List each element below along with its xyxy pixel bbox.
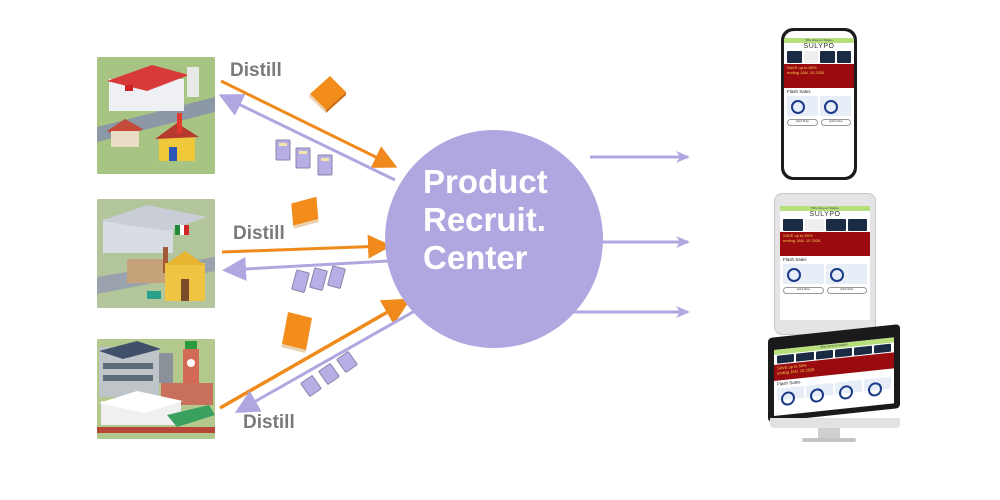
flow-to-factory-3 <box>234 306 421 413</box>
monitor-stand <box>818 428 840 440</box>
desktop-monitor: Why shop on Sulypo SAVE up to 80%ending … <box>768 324 900 442</box>
factory-3-image <box>97 339 215 439</box>
phone-screen: Why shop on Sulypo SULYPO SAVE up to 80%… <box>784 31 854 177</box>
desktop-screen: Why shop on Sulypo SAVE up to 80%ending … <box>774 337 894 416</box>
store-brand: SULYPO <box>809 211 841 218</box>
product-recruitment-center <box>385 130 603 348</box>
flow-to-factory-1 <box>218 94 396 182</box>
flash-sales-heading: Flash Sales <box>783 257 807 262</box>
tablet-screen: Why shop on Sulypo SULYPO SAVE up to 80%… <box>780 206 870 320</box>
flow-to-factory-2 <box>222 257 389 281</box>
lavender-notebooks-icon <box>291 265 346 293</box>
hub-label: Product Recruit. Center <box>423 163 548 277</box>
lavender-notebooks-icon <box>275 139 333 176</box>
distill-label-3: Distill <box>243 412 295 433</box>
store-topbar: Why shop on Sulypo <box>784 38 854 43</box>
tablet-device: Why shop on Sulypo SULYPO SAVE up to 80%… <box>774 193 876 335</box>
monitor-chin <box>770 418 900 428</box>
distill-label-2: Distill <box>233 223 285 244</box>
store-brand: SULYPO <box>803 43 835 50</box>
orange-book-icon <box>281 312 312 353</box>
factory-1-image <box>97 57 215 174</box>
store-banner: SAVE up to 80%ending JAN. 10 2026 <box>780 232 870 256</box>
flash-sales-heading: Flash Sales <box>787 89 811 94</box>
phone-device: Why shop on Sulypo SULYPO SAVE up to 80%… <box>781 28 857 180</box>
store-topbar: Why shop on Sulypo <box>780 206 870 211</box>
lavender-notebooks-icon <box>300 351 358 397</box>
flow-to-hub-3 <box>219 298 412 410</box>
orange-book-icon <box>309 76 346 113</box>
flow-to-hub-1 <box>220 79 398 168</box>
store-banner: SAVE up to 80%ending JAN. 10 2026 <box>784 64 854 88</box>
hub-label-line3: Center <box>423 239 528 276</box>
distill-label-1: Distill <box>230 60 282 81</box>
hub-label-line2: Recruit. <box>423 201 546 238</box>
orange-book-icon <box>291 196 320 229</box>
monitor-base <box>802 438 856 442</box>
factory-2-image <box>97 199 215 308</box>
hub-label-line1: Product <box>423 163 548 200</box>
flow-to-hub-2 <box>221 234 392 259</box>
